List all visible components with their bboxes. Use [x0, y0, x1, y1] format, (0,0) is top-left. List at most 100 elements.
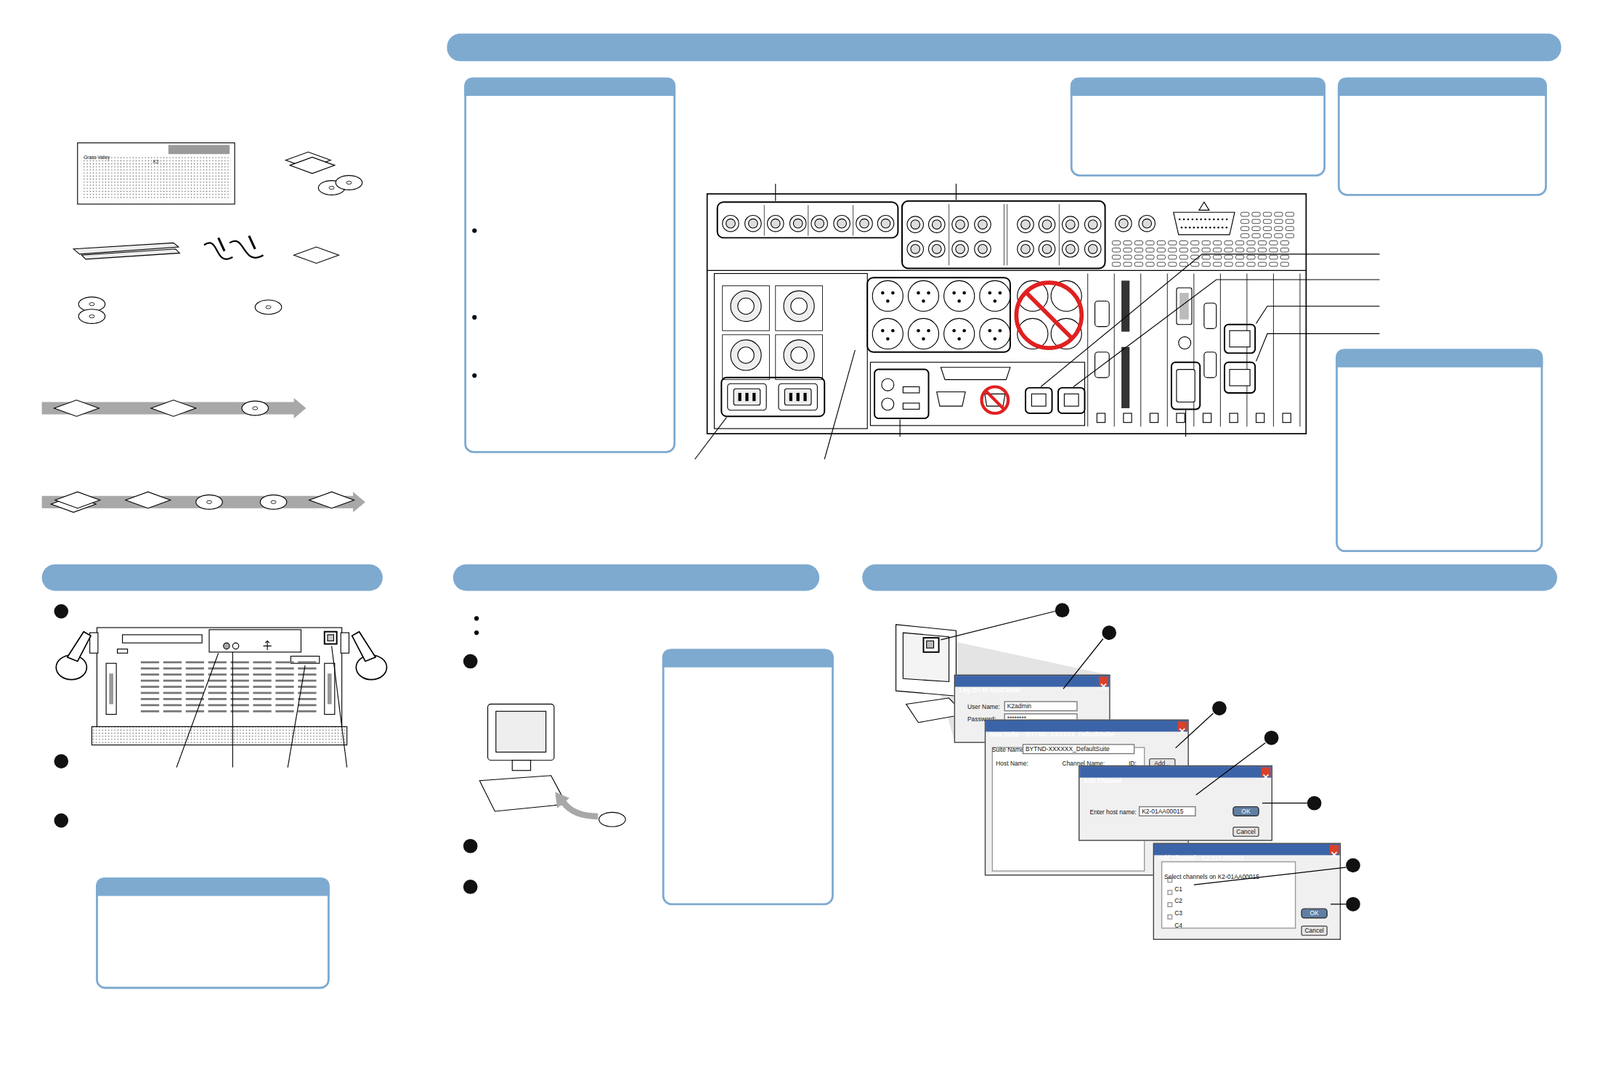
leader-line — [1063, 639, 1104, 690]
xlr-connector — [907, 318, 939, 349]
leader-line — [764, 204, 765, 236]
svideo-port — [1178, 336, 1192, 350]
xlr-connector — [907, 280, 939, 311]
bnc-connector — [952, 241, 969, 258]
card-connector — [1121, 347, 1130, 409]
app-icon-inner — [926, 640, 934, 648]
pin — [988, 329, 992, 332]
cd-hole — [252, 406, 258, 410]
leader-line — [1006, 204, 1008, 266]
group-box — [1167, 889, 1173, 895]
vent-slot — [1213, 262, 1222, 267]
io-plate — [870, 362, 1085, 426]
small-button — [117, 649, 128, 654]
bnc-center — [859, 218, 870, 229]
leader-line — [695, 417, 728, 460]
handle-grip — [327, 673, 332, 704]
vent-slot — [1123, 247, 1132, 253]
panel-divider — [707, 270, 1307, 271]
field-label: C1 — [1174, 884, 1183, 893]
slot-screw — [1256, 413, 1265, 423]
bnc-center — [910, 220, 921, 230]
vent-slot — [163, 660, 182, 664]
dvi-port — [1176, 287, 1192, 325]
xlr-connector — [979, 280, 1011, 311]
vent-slot — [252, 667, 271, 670]
vent-slot — [1240, 219, 1249, 224]
vent-slot — [1285, 226, 1294, 231]
vent-slot — [275, 697, 294, 701]
vent-slot — [1257, 262, 1266, 267]
pin — [921, 299, 925, 303]
vent-slot — [1111, 241, 1120, 246]
hand-finger — [352, 631, 376, 662]
pin — [988, 291, 992, 295]
text-slot: Cancel — [1232, 819, 1260, 838]
pin — [1201, 226, 1204, 229]
standby-inner — [327, 634, 334, 641]
bnc-center — [1021, 220, 1031, 230]
front-bezel — [77, 143, 235, 205]
vent-slot — [163, 710, 182, 713]
bullet-dot — [474, 630, 479, 635]
pin — [916, 329, 920, 332]
pin — [916, 291, 920, 295]
leader-line — [948, 204, 950, 266]
close-icon — [1261, 772, 1271, 783]
prohibited-mark — [1016, 282, 1082, 348]
input-field: K2admin — [1003, 700, 1078, 712]
vent-slot — [1257, 254, 1266, 260]
vent-slot — [297, 673, 316, 676]
vent-slot — [275, 679, 294, 682]
vent-slot — [230, 660, 250, 664]
text-slot: OK — [1300, 901, 1328, 920]
bnc-center — [793, 218, 803, 229]
xlr-connector — [944, 280, 975, 311]
pin — [1199, 218, 1202, 221]
vent-slot — [1285, 212, 1294, 217]
pin — [1191, 218, 1195, 221]
vent-slot — [1257, 247, 1266, 253]
pin — [957, 336, 961, 340]
vent-slot — [163, 685, 182, 688]
vent-slot — [1263, 226, 1271, 231]
dialog-button: Cancel — [1300, 925, 1328, 936]
bullet-dot — [472, 373, 477, 378]
control-panel — [209, 629, 301, 653]
slot-edge — [1087, 273, 1088, 428]
slot-screw — [1096, 413, 1105, 423]
slot-edge — [1246, 273, 1248, 428]
pin — [803, 392, 807, 401]
brand-label: Grass Valley — [83, 155, 110, 161]
leader-line — [1185, 410, 1187, 438]
vent-slot — [1123, 262, 1132, 267]
bezel-label-strip — [168, 145, 230, 155]
vent-slot — [1213, 254, 1222, 260]
outline-path — [1256, 305, 1380, 324]
vent-slot — [252, 703, 271, 706]
leader-line — [232, 652, 234, 768]
pin — [737, 392, 741, 401]
vent-slot — [1280, 262, 1289, 267]
bnc-connector — [1017, 241, 1034, 258]
outline-path — [1040, 254, 1380, 388]
text-slot: BYTND-XXXXXX_DefaultSuite — [1022, 736, 1136, 755]
led — [223, 642, 230, 649]
leader-line — [774, 183, 776, 202]
brand-label: K2 — [153, 159, 160, 165]
vent-slot — [230, 673, 250, 676]
vent-slot — [230, 679, 250, 682]
bnc-center — [910, 244, 921, 254]
bnc-center — [1087, 220, 1098, 230]
vent-slot — [252, 679, 271, 682]
cd-hole — [265, 305, 271, 309]
close-cross — [1263, 774, 1269, 780]
db9-port — [1095, 300, 1110, 327]
text-slot: Log On to AppCenter — [959, 677, 1022, 696]
cd-disc — [196, 494, 223, 510]
iec-socket — [727, 383, 767, 411]
ethernet-port — [1229, 330, 1250, 347]
vent-slot — [163, 667, 182, 670]
text-slot: K2 — [153, 148, 160, 168]
